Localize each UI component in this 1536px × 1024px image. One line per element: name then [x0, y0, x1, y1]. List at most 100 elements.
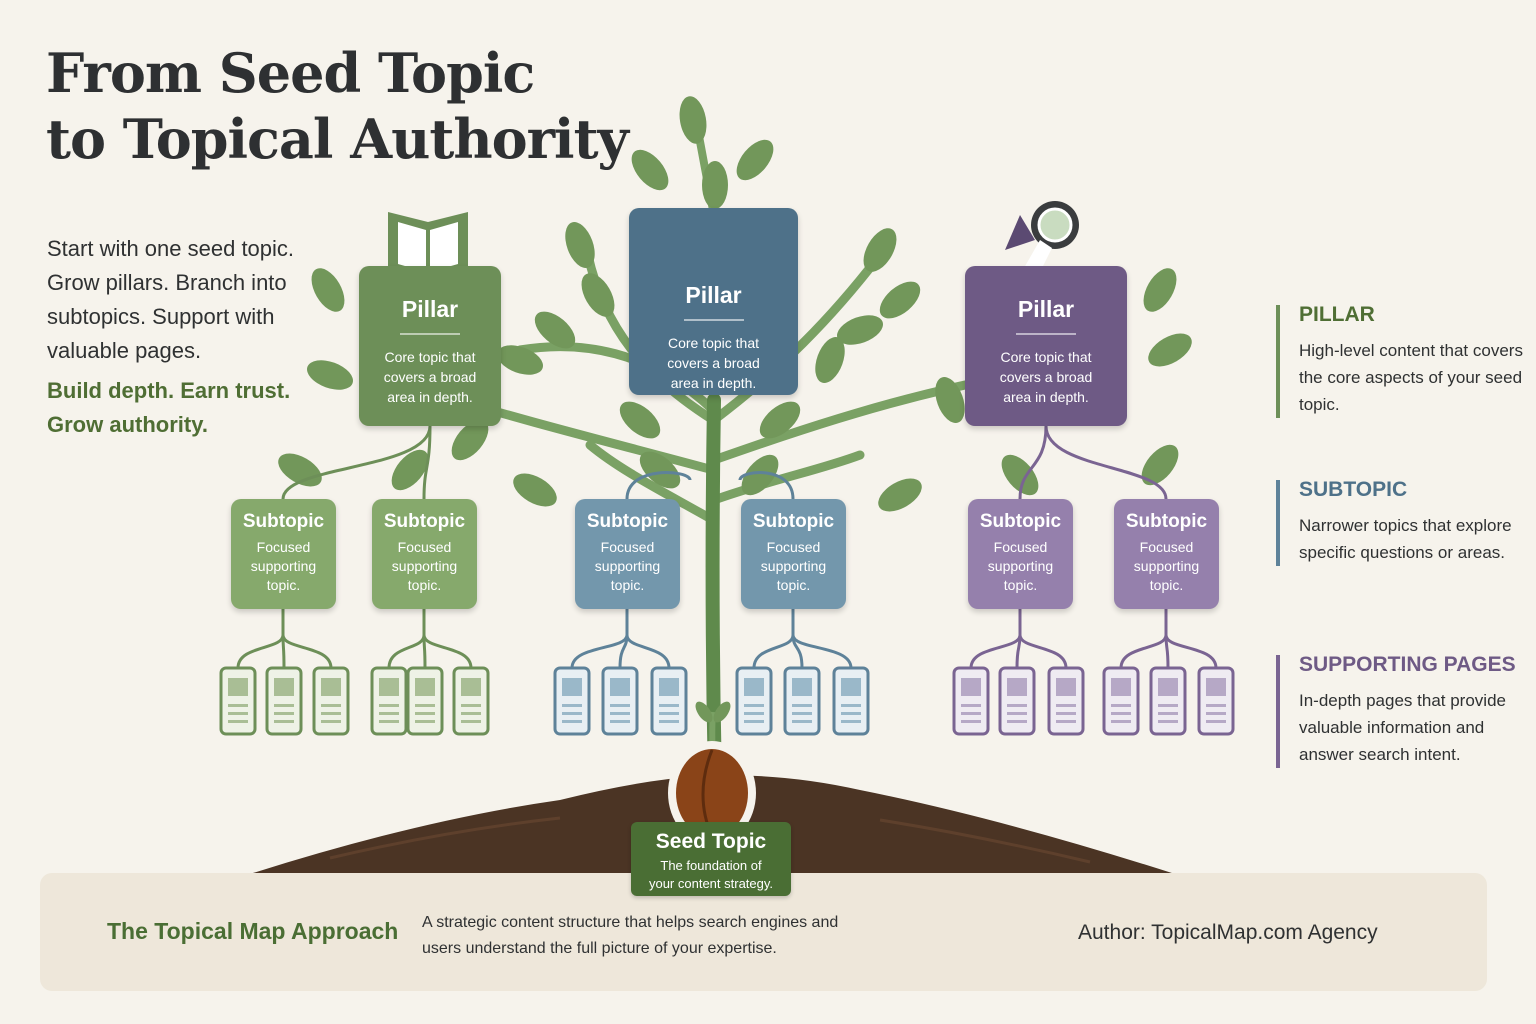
leaf [639, 451, 681, 489]
page-thumbnail [792, 678, 812, 696]
page-thumbnail [1056, 678, 1076, 696]
page-text-line [792, 720, 812, 723]
page-text-line [659, 704, 679, 707]
page-thumbnail [610, 678, 630, 696]
subtopic-title: Subtopic [586, 511, 669, 532]
supporting-page-icon [783, 666, 821, 736]
subtopic-description: Focused supporting topic. [594, 539, 661, 593]
leaf [534, 311, 576, 349]
leaf [879, 281, 921, 319]
page-text-line [321, 720, 341, 723]
author-credit: Author: TopicalMap.com Agency [1078, 921, 1378, 944]
pillar-card-left: Pillar Core topic that covers a broad ar… [359, 266, 501, 426]
page-text-line [228, 704, 248, 707]
page-text-line [610, 720, 630, 723]
supporting-page-icon [265, 666, 303, 736]
leaf [451, 419, 489, 461]
pillar-description: Core topic that covers a broad area in d… [667, 335, 760, 391]
page-connector [422, 609, 473, 669]
tree-branch [709, 250, 885, 425]
page-text-line [1007, 712, 1027, 715]
page-text-line [461, 712, 481, 715]
tree-branch [709, 450, 865, 505]
legend-description: High-level content that covers the core … [1299, 341, 1523, 414]
page-text-line [610, 704, 630, 707]
pillar-divider [400, 333, 460, 335]
legend-description: Narrower topics that explore specific qu… [1299, 516, 1512, 562]
page-connector [236, 609, 285, 669]
page-text-line [274, 720, 294, 723]
supporting-page-icon [1047, 666, 1085, 736]
leaf [619, 401, 661, 439]
seed-title: Seed Topic [655, 830, 767, 853]
intro-accent: Build depth. Earn trust. Grow authority. [47, 378, 291, 437]
page-connector [791, 609, 853, 669]
page-text-line [961, 704, 981, 707]
page-text-line [961, 720, 981, 723]
pillar-card-center: Pillar Core topic that covers a broad ar… [629, 208, 798, 395]
subtopic-card: Subtopic Focused supporting topic. [741, 499, 846, 609]
page-connector [625, 609, 671, 669]
supporting-page-icon [735, 666, 773, 736]
legend-title: SUPPORTING PAGES [1299, 653, 1516, 676]
leaf [815, 337, 845, 383]
page-text-line [321, 712, 341, 715]
leaf [581, 273, 615, 317]
pillar-title: Pillar [1017, 296, 1075, 322]
soil-texture [329, 816, 1091, 864]
page-text-line [1158, 720, 1178, 723]
legend-supporting-pages: SUPPORTING PAGES In-depth pages that pro… [1276, 653, 1536, 768]
subtopic-connector [738, 471, 795, 500]
supporting-page-icon [452, 666, 490, 736]
page-text-line [1056, 720, 1076, 723]
page-text-line [792, 712, 812, 715]
leaf [391, 449, 429, 491]
footer-heading: The Topical Map Approach [107, 918, 399, 944]
supporting-page-icon [1149, 666, 1187, 736]
leaf [1001, 454, 1039, 496]
page-connector [387, 609, 426, 669]
page-connector [1164, 609, 1218, 669]
page-thumbnail [562, 678, 582, 696]
legend-description: In-depth pages that provide valuable inf… [1299, 691, 1506, 764]
seed-topic-label: Seed Topic The foundation of your conten… [631, 822, 791, 896]
page-text-line [379, 704, 399, 707]
page-text-line [415, 704, 435, 707]
seed-description: The foundation of your content strategy. [648, 858, 774, 891]
pillar-card-right: Pillar Core topic that covers a broad ar… [965, 266, 1127, 426]
subtopic-card: Subtopic Focused supporting topic. [968, 499, 1073, 609]
tree-branch [585, 440, 718, 525]
page-text-line [321, 704, 341, 707]
subtopic-card: Subtopic Focused supporting topic. [575, 499, 680, 609]
page-connector [969, 609, 1022, 669]
page-text-line [1007, 704, 1027, 707]
page-thumbnail [228, 678, 248, 696]
page-text-line [1158, 712, 1178, 715]
leaf [741, 454, 779, 496]
page-text-line [841, 704, 861, 707]
subtopic-description: Focused supporting topic. [391, 539, 458, 593]
subtopic-connector [1018, 425, 1048, 500]
page-text-line [744, 712, 764, 715]
page-text-line [274, 712, 294, 715]
page-text-line [1056, 704, 1076, 707]
page-text-line [228, 712, 248, 715]
page-text-line [659, 712, 679, 715]
page-connector [1018, 609, 1068, 669]
page-text-line [841, 720, 861, 723]
pillar-divider [1016, 333, 1076, 335]
page-text-line [1206, 704, 1226, 707]
subtopic-title: Subtopic [242, 511, 325, 532]
page-text-line [841, 712, 861, 715]
leaf [863, 228, 897, 272]
leaf [759, 401, 801, 439]
page-thumbnail [1158, 678, 1178, 696]
subtopic-connector [625, 471, 692, 500]
page-text-line [744, 720, 764, 723]
page-text-line [461, 704, 481, 707]
page-text-line [1206, 720, 1226, 723]
legend-title: PILLAR [1299, 303, 1375, 326]
subtopic-connector [422, 425, 432, 500]
supporting-page-icon [832, 666, 870, 736]
